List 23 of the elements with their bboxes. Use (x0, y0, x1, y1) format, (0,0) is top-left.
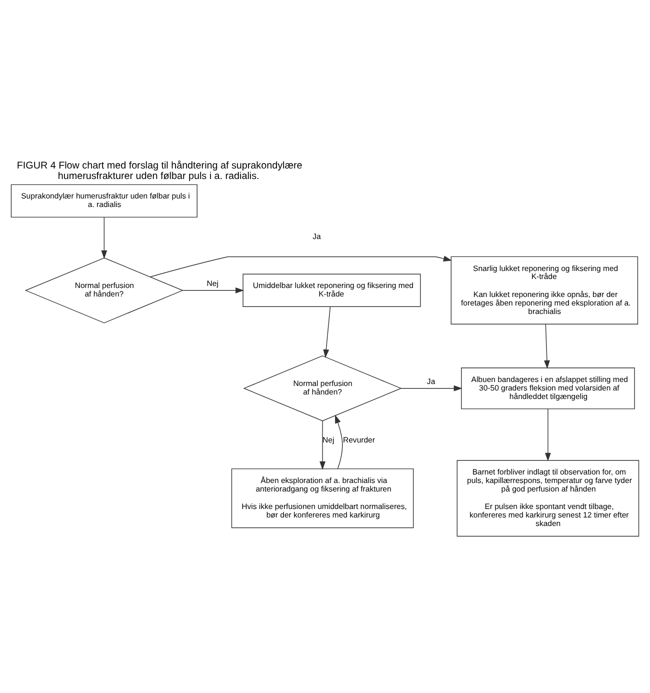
edge-label: Revurder (343, 435, 375, 444)
arrow (101, 216, 108, 258)
arrow (182, 286, 244, 293)
diagram-title: FIGUR 4 Flow chart med forslag til håndtering af suprakondylære humerusfrakturer uden følbar puls i a. radialis. (16, 160, 302, 182)
node-box: Åben eksploration af a. brachialis via anterioradgang og fiksering af frakturen Hvis ikke perfusionen umiddelbart normaliseres, bør der konfereres med karkirurg (231, 468, 414, 528)
node-box: Snarlig lukket reponering og fiksering med K-tråde Kan lukket reponering ikke opnås, bør der foretages åben reponering med eksploration af a. brachialis (450, 256, 638, 324)
arrow (320, 420, 326, 470)
node-box: Suprakondylær humerusfraktur uden følbar puls i a. radialis (10, 184, 198, 218)
node-diamond: Normal perfusion af hånden? (243, 354, 402, 421)
arrow (544, 323, 550, 368)
node-box: Albuen bandageres i en afslappet stilling med 30-50 graders fleksion med volarsiden af håndleddet tilgængelig (461, 367, 635, 409)
arrow (150, 255, 452, 277)
arrow (323, 306, 331, 358)
arrow (335, 414, 343, 469)
node-box: Umiddelbar lukket reponering og fiksering med K-tråde (242, 273, 421, 306)
arrow (400, 384, 462, 391)
edge-label: Nej (322, 435, 334, 444)
node-diamond: Normal perfusion af hånden? (24, 257, 184, 323)
edge-label: Ja (312, 231, 321, 240)
edge-label: Nej (206, 278, 218, 288)
node-box: Barnet forbliver indlagt til observation for, om puls, kapillærrespons, temperatur og farve tyder på god perfusion af hånden Er pulsen ikke spontant vendt tilbage, konfereres med karkirurg senest 12 timer efter skaden (456, 460, 640, 536)
edge-label: Ja (426, 376, 436, 386)
arrow (544, 408, 551, 461)
